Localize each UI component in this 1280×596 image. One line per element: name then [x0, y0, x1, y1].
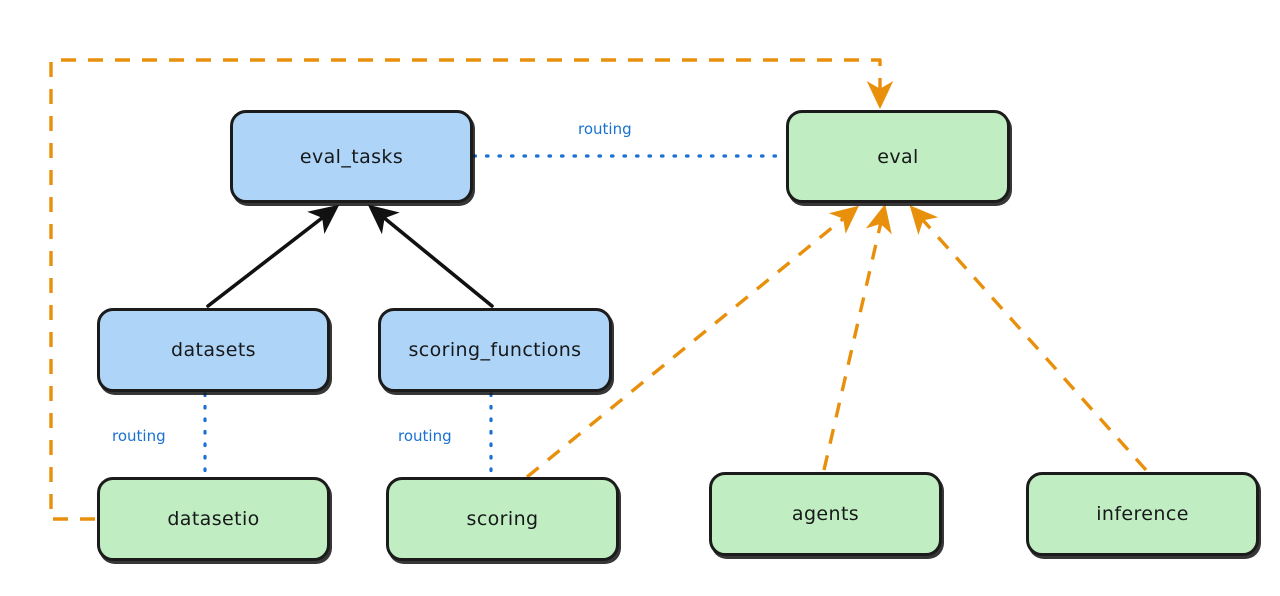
node-eval[interactable]: eval — [786, 110, 1010, 203]
edge-label-routing-eval: routing — [578, 120, 632, 138]
node-datasets[interactable]: datasets — [97, 308, 330, 392]
node-label: agents — [791, 503, 860, 525]
node-datasetio[interactable]: datasetio — [97, 477, 330, 561]
edge-datasets-eval_tasks — [206, 204, 340, 308]
node-label: datasetio — [167, 508, 260, 530]
node-label: scoring — [466, 508, 539, 530]
node-inference[interactable]: inference — [1026, 472, 1259, 556]
edge-agents-eval — [822, 204, 892, 471]
edge-inference-eval — [909, 205, 1148, 472]
edge-label-routing-datasetio: routing — [112, 427, 166, 445]
node-label: datasets — [171, 339, 256, 361]
node-scoring[interactable]: scoring — [386, 477, 619, 561]
edge-scoring_functions-eval_tasks — [367, 204, 494, 308]
node-label: scoring_functions — [408, 339, 582, 361]
node-label: eval — [877, 145, 919, 168]
node-scoring-functions[interactable]: scoring_functions — [378, 308, 612, 392]
node-agents[interactable]: agents — [709, 472, 942, 556]
node-label: eval_tasks — [299, 145, 404, 168]
node-eval-tasks[interactable]: eval_tasks — [230, 110, 473, 203]
node-label: inference — [1096, 503, 1189, 525]
edge-label-routing-scoring: routing — [398, 427, 452, 445]
